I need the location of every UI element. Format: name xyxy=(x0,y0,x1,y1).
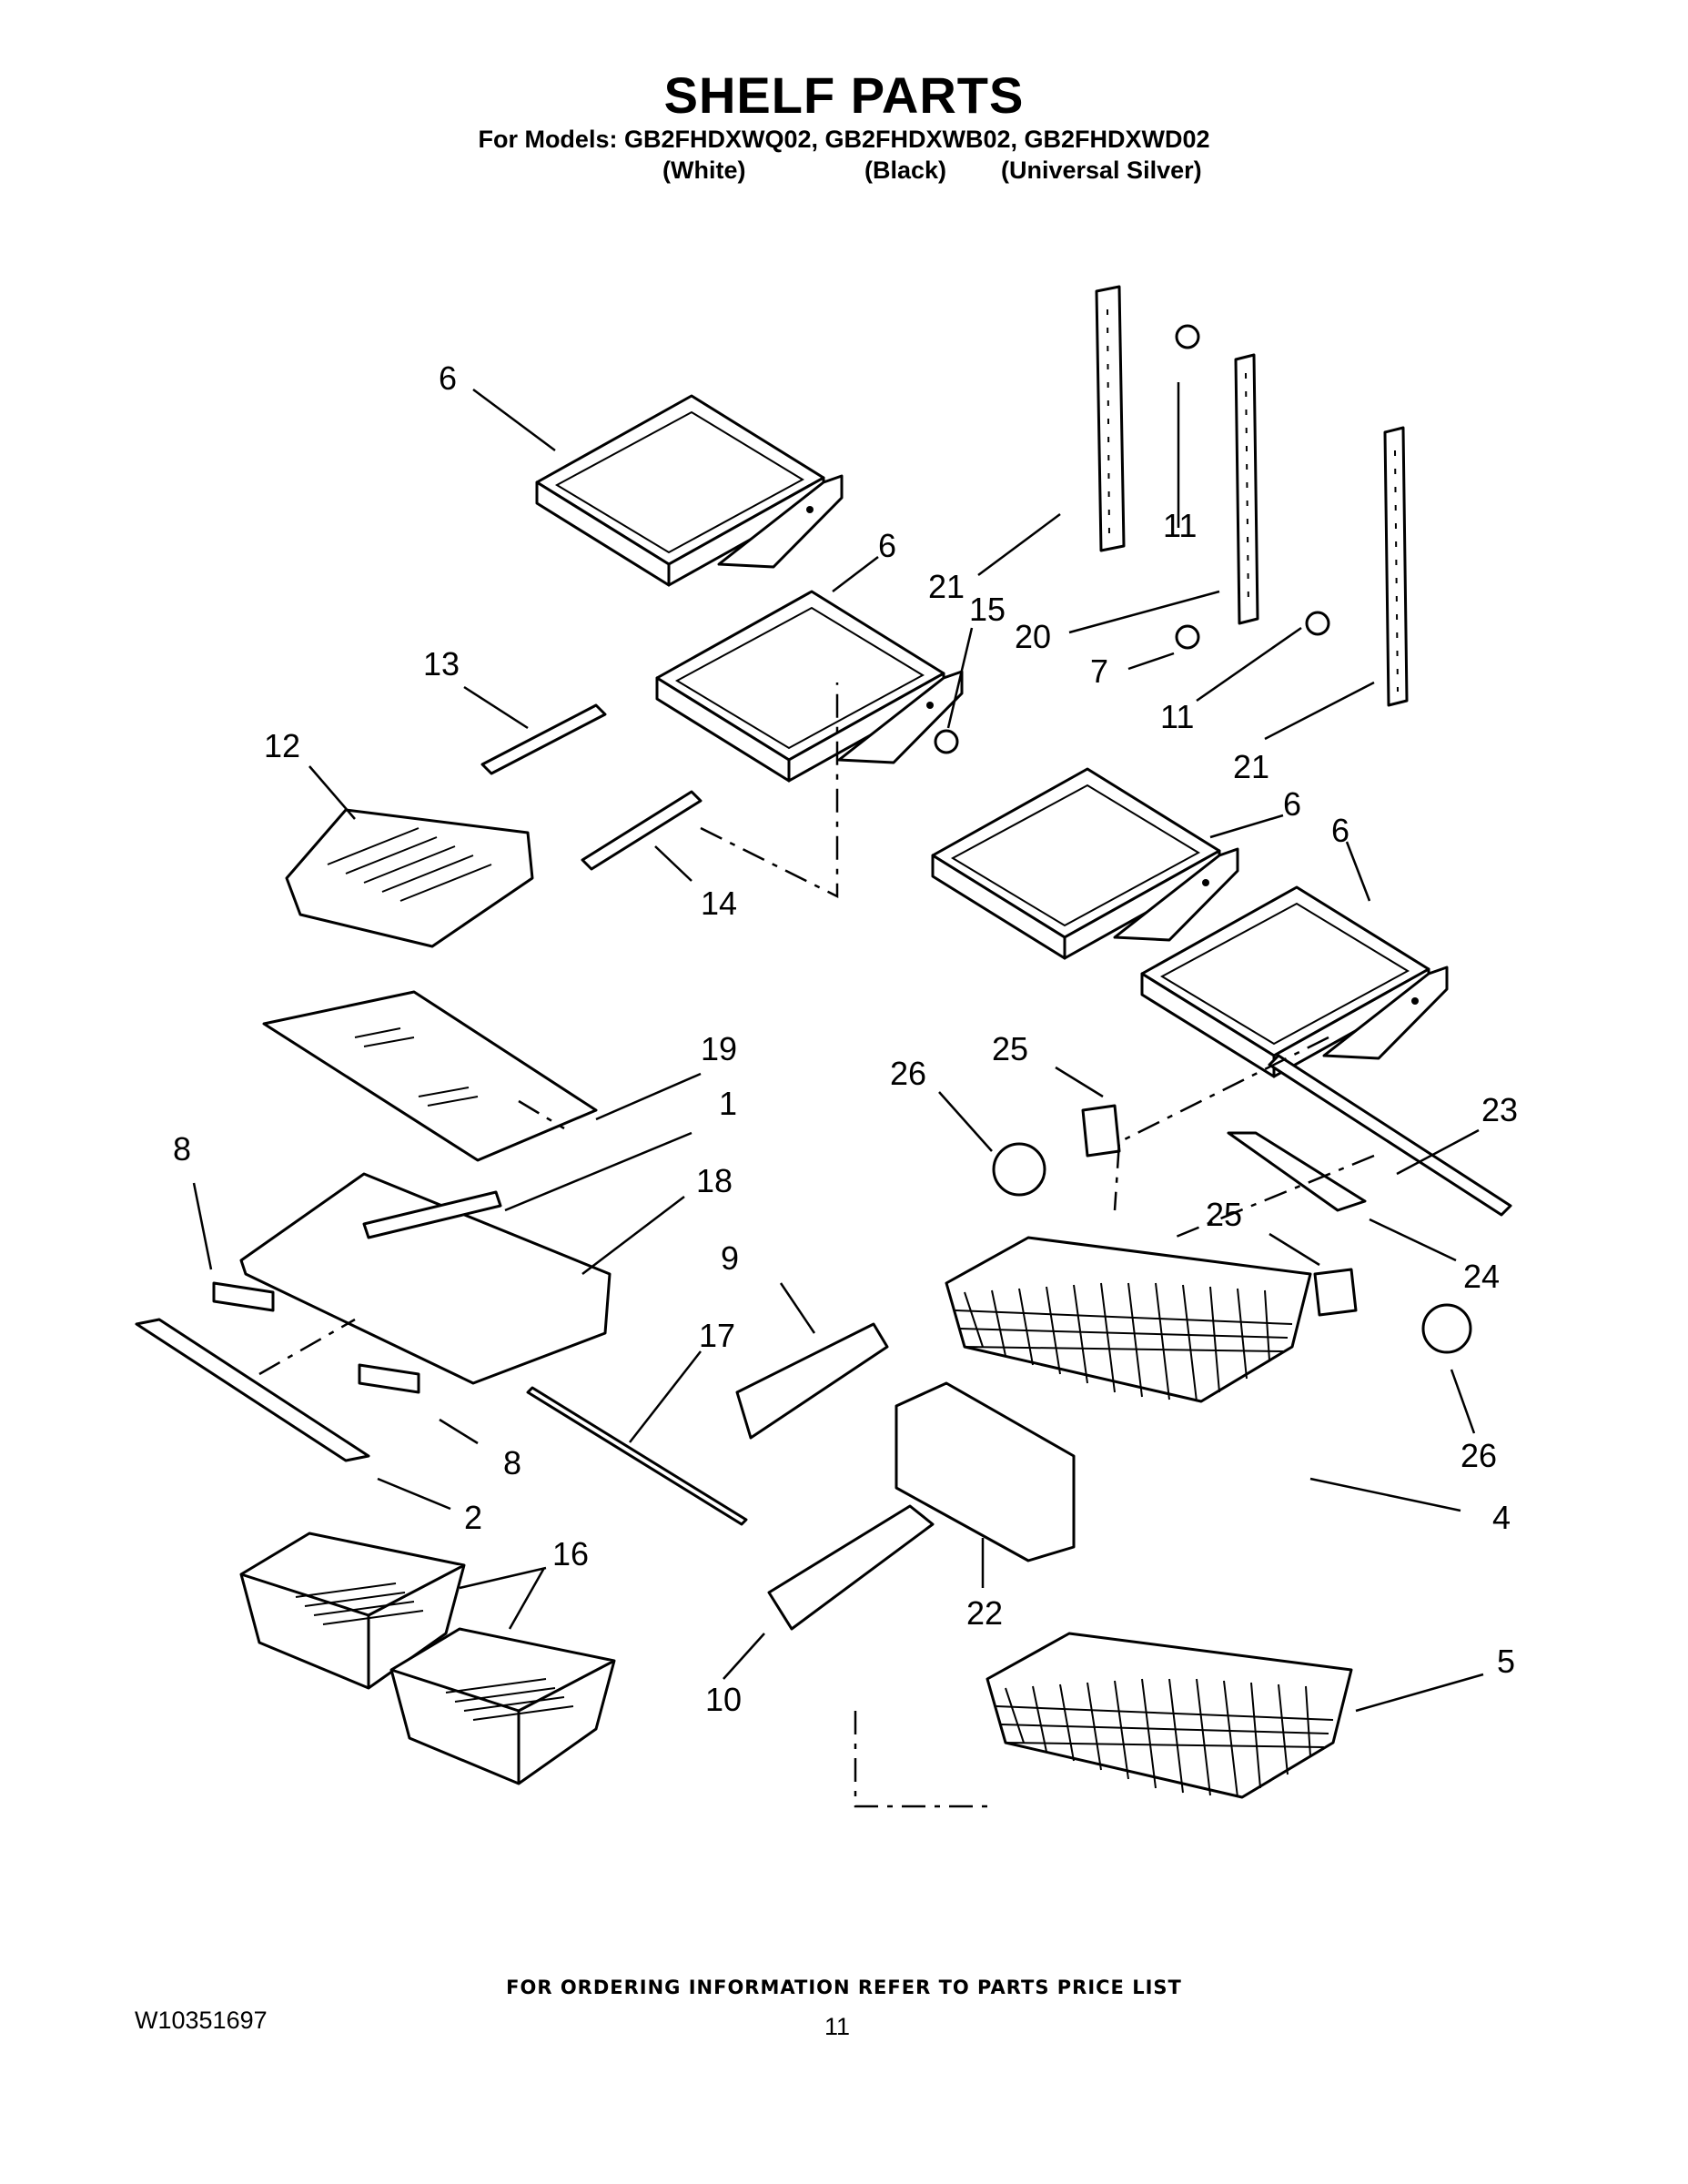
callout-1: 1 xyxy=(719,1085,737,1122)
callout-20: 20 xyxy=(1015,618,1051,655)
deli-drawer xyxy=(285,808,534,948)
ordering-note: FOR ORDERING INFORMATION REFER TO PARTS … xyxy=(506,1977,1182,1998)
variant-black: (Black) xyxy=(864,157,947,184)
shelf-frame-right-upper xyxy=(931,767,1239,960)
callout-23: 23 xyxy=(1481,1091,1518,1128)
callout-26: 26 xyxy=(890,1055,926,1092)
shelf-frame-top xyxy=(535,394,844,587)
callout-5: 5 xyxy=(1497,1643,1515,1680)
callout-11: 11 xyxy=(1163,507,1197,544)
callout-6: 6 xyxy=(878,527,896,564)
crisper-cover xyxy=(239,1172,612,1385)
callout-7: 7 xyxy=(1090,652,1108,690)
front-trim xyxy=(135,1318,370,1462)
divider-9 xyxy=(735,1322,889,1440)
crisper-bin-lower xyxy=(389,1627,616,1785)
upper-basket xyxy=(945,1236,1312,1403)
callout-14: 14 xyxy=(701,885,737,922)
rod xyxy=(526,1386,748,1526)
page-title: SHELF PARTS xyxy=(663,66,1025,124)
callout-22: 22 xyxy=(966,1594,1003,1632)
glass-shelf xyxy=(262,990,598,1162)
divider-22 xyxy=(895,1381,1076,1562)
callout-19: 19 xyxy=(701,1030,737,1067)
callout-12: 12 xyxy=(264,727,300,764)
rail-center xyxy=(1234,353,1259,625)
callout-16: 16 xyxy=(552,1535,589,1572)
rail-left xyxy=(1095,285,1126,552)
callout-21: 21 xyxy=(928,568,965,605)
shelf-frame-mid xyxy=(655,590,964,783)
callout-8: 8 xyxy=(173,1130,191,1168)
callout-9: 9 xyxy=(721,1239,739,1277)
callout-13: 13 xyxy=(423,645,460,682)
callout-25: 25 xyxy=(992,1030,1028,1067)
callout-18: 18 xyxy=(696,1162,733,1199)
divider-10 xyxy=(767,1504,935,1631)
variant-universal-silver: (Universal Silver) xyxy=(1001,157,1202,184)
callout-26: 26 xyxy=(1461,1437,1497,1474)
slide-lower xyxy=(581,790,702,871)
callout-15: 15 xyxy=(969,591,1006,628)
callout-24: 24 xyxy=(1463,1258,1500,1295)
callout-4: 4 xyxy=(1492,1499,1511,1536)
callout-17: 17 xyxy=(699,1317,735,1354)
lower-basket xyxy=(986,1632,1353,1799)
callout-8: 8 xyxy=(503,1444,521,1481)
callout-6: 6 xyxy=(439,359,457,397)
callout-6: 6 xyxy=(1331,812,1349,849)
page-number: 11 xyxy=(824,2013,851,2040)
document-number: W10351697 xyxy=(135,2007,268,2034)
callout-25: 25 xyxy=(1206,1196,1242,1233)
rail-right xyxy=(1383,426,1409,707)
callout-11: 11 xyxy=(1160,698,1194,735)
callout-2: 2 xyxy=(464,1499,482,1536)
callout-6: 6 xyxy=(1283,785,1301,823)
callout-21: 21 xyxy=(1233,748,1269,785)
model-list: For Models: GB2FHDXWQ02, GB2FHDXWB02, GB… xyxy=(478,126,1210,153)
variant-white: (White) xyxy=(662,157,746,184)
callout-10: 10 xyxy=(705,1681,742,1718)
slide-upper xyxy=(480,703,607,775)
